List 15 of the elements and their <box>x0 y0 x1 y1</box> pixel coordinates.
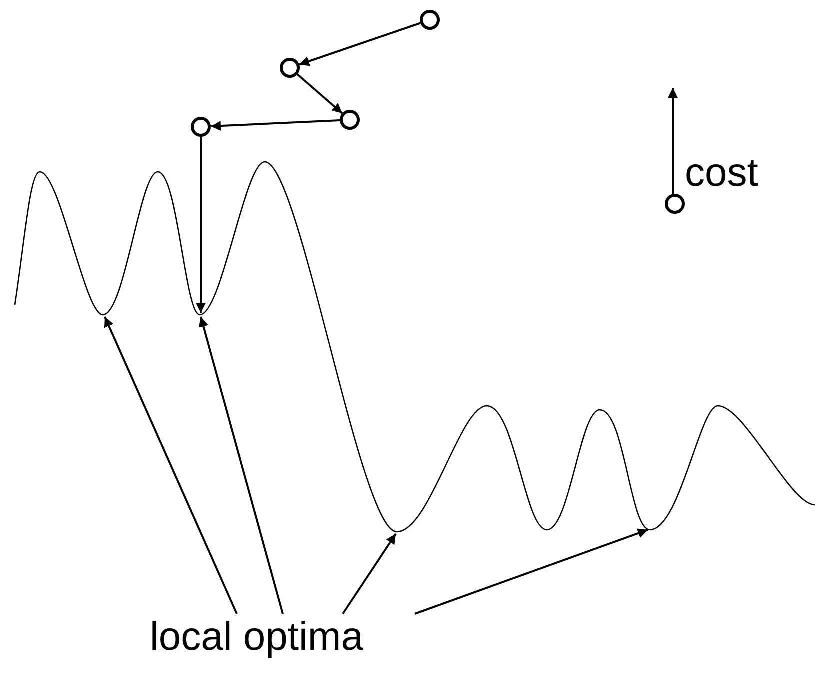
axis-label: cost <box>685 150 758 196</box>
leader-arrow <box>342 533 397 615</box>
optima-label: local optima <box>150 614 364 660</box>
arrow <box>210 119 340 132</box>
leader-arrow <box>198 316 284 614</box>
state-circle <box>340 110 360 130</box>
state-circle <box>665 194 685 214</box>
leader-arrow <box>104 316 238 614</box>
state-circle <box>420 10 440 30</box>
arrow <box>296 74 344 114</box>
leader-arrow <box>414 528 648 615</box>
arrow <box>299 22 421 66</box>
arrow <box>196 137 206 313</box>
state-circle <box>191 117 211 137</box>
state-circle <box>280 58 300 78</box>
